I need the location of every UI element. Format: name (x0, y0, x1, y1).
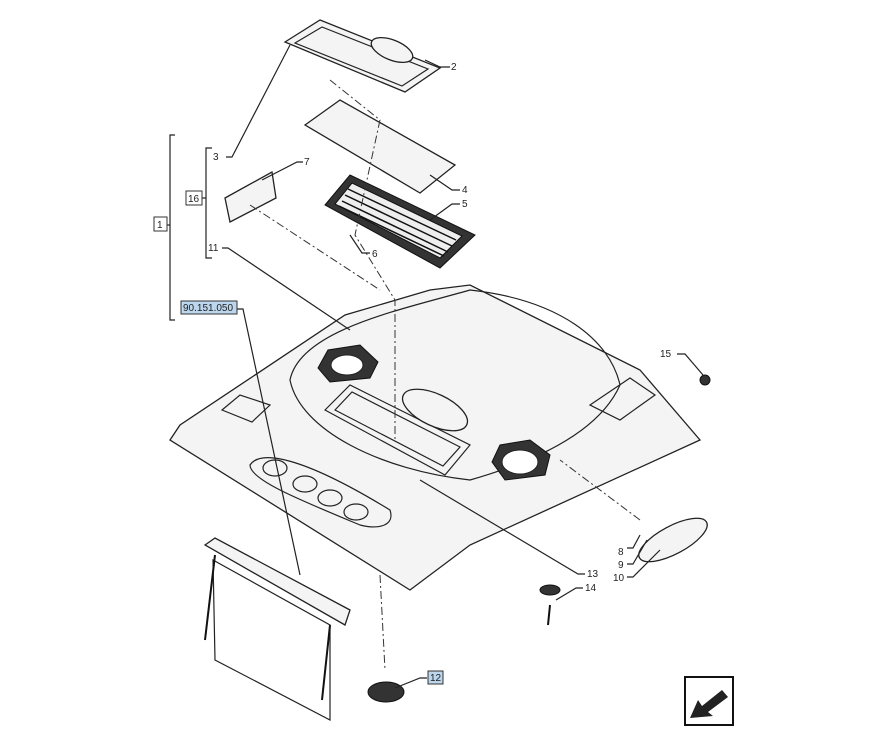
callout-7: 7 (304, 157, 310, 168)
leader-lines (163, 44, 704, 689)
callout-3: 3 (213, 152, 219, 163)
callout-16[interactable]: 16 (188, 194, 200, 205)
callout-9: 9 (618, 560, 624, 571)
reference-link-box[interactable]: 90.151.050 (180, 300, 238, 315)
callout-4: 4 (462, 185, 468, 196)
vent-grille (324, 174, 476, 269)
callout-14: 14 (585, 583, 597, 594)
callout-16-box[interactable]: 16 (185, 190, 203, 206)
callout-6: 6 (372, 249, 378, 260)
orientation-arrow-icon[interactable] (684, 676, 734, 726)
filter-pad (224, 170, 277, 223)
cover-plate (638, 517, 708, 563)
nut (699, 374, 711, 386)
callout-12-box[interactable]: 12 (427, 670, 444, 685)
knob (367, 681, 405, 703)
callout-13: 13 (587, 569, 599, 580)
callout-1-box[interactable]: 1 (153, 216, 168, 232)
gasket-frame (283, 19, 442, 93)
callout-10: 10 (613, 573, 625, 584)
callout-12[interactable]: 12 (430, 673, 442, 684)
callout-5: 5 (462, 199, 468, 210)
callout-15: 15 (660, 349, 672, 360)
bolt (547, 604, 551, 626)
cover-panel (303, 99, 457, 194)
callout-2: 2 (451, 62, 457, 73)
callout-8: 8 (618, 547, 624, 558)
roof-panel (169, 284, 702, 591)
callout-1[interactable]: 1 (157, 220, 163, 231)
callout-11: 11 (208, 243, 219, 254)
reference-link[interactable]: 90.151.050 (183, 303, 233, 314)
washer (539, 584, 561, 596)
sun-visor (203, 537, 351, 721)
